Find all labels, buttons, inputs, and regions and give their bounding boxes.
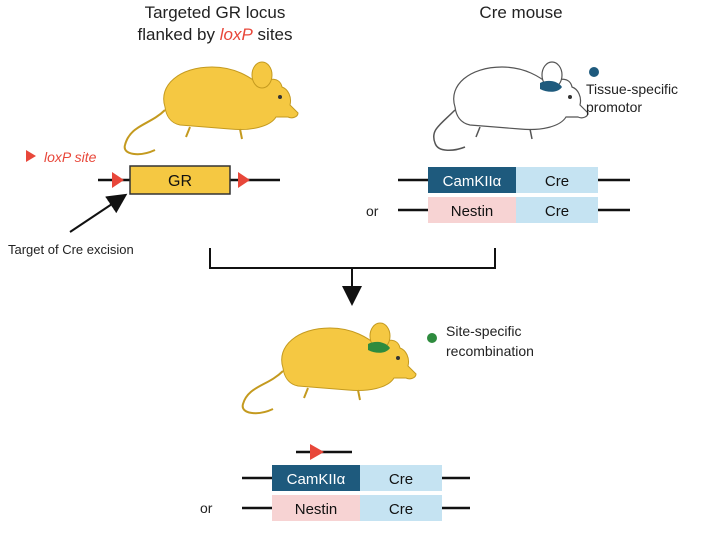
cre-gene-box-1	[516, 167, 598, 193]
gr-box	[129, 165, 231, 195]
tissue-label-line1: Tissue-specific	[586, 81, 678, 97]
left-title-line2: flanked by loxP sites	[138, 25, 293, 44]
loxp-legend-icon	[26, 150, 36, 162]
result-nestin-promoter-label: Nestin	[295, 501, 338, 518]
loxp-site-left-icon	[112, 172, 124, 188]
gr-locus: GR	[98, 165, 280, 195]
cre-gene-label-1: Cre	[545, 173, 569, 190]
cre-mouse-icon	[433, 61, 589, 151]
cre-construct-camk: CamKIIα Cre	[398, 167, 630, 193]
loxp-remnant-icon	[310, 444, 324, 460]
excised-loxp-remnant	[296, 444, 352, 460]
loxp-site-right-icon	[238, 172, 250, 188]
tissue-label-line2: promotor	[586, 99, 642, 115]
left-title-line1: Targeted GR locus	[145, 3, 286, 22]
cre-gene-box-2	[516, 197, 598, 223]
cre-gene-label-2: Cre	[545, 203, 569, 220]
loxp-legend-label: loxP site	[44, 149, 97, 165]
right-title: Cre mouse	[479, 3, 562, 22]
recomb-label-line2: recombination	[446, 343, 534, 359]
result-camk-promoter-label: CamKIIα	[287, 471, 346, 488]
camk-promoter-box	[428, 167, 516, 193]
result-construct-nestin: or Nestin Cre	[200, 495, 470, 521]
nestin-promoter-label: Nestin	[451, 203, 494, 220]
result-camk-promoter-box	[272, 465, 360, 491]
gr-label: GR	[168, 173, 192, 190]
result-cre-label-2: Cre	[389, 501, 413, 518]
tissue-specific-dot	[589, 67, 599, 77]
or-label-2: or	[200, 500, 213, 516]
cre-construct-nestin: or Nestin Cre	[366, 197, 630, 223]
floxed-mouse-icon	[123, 61, 299, 156]
cross-bracket	[209, 248, 496, 306]
camk-promoter-label: CamKIIα	[443, 173, 502, 190]
result-construct-camk: CamKIIα Cre	[242, 465, 470, 491]
result-cre-label-1: Cre	[389, 471, 413, 488]
target-label: Target of Cre excision	[8, 242, 134, 257]
or-label-1: or	[366, 203, 379, 219]
recombination-dot	[427, 333, 437, 343]
recomb-label-line1: Site-specific	[446, 323, 521, 339]
recombined-mouse-icon	[241, 322, 417, 415]
target-arrow	[69, 193, 128, 233]
loxp-italic-text: loxP	[220, 25, 254, 44]
result-cre-box-1	[360, 465, 442, 491]
result-cre-box-2	[360, 495, 442, 521]
nestin-promoter-box	[428, 197, 516, 223]
result-nestin-promoter-box	[272, 495, 360, 521]
